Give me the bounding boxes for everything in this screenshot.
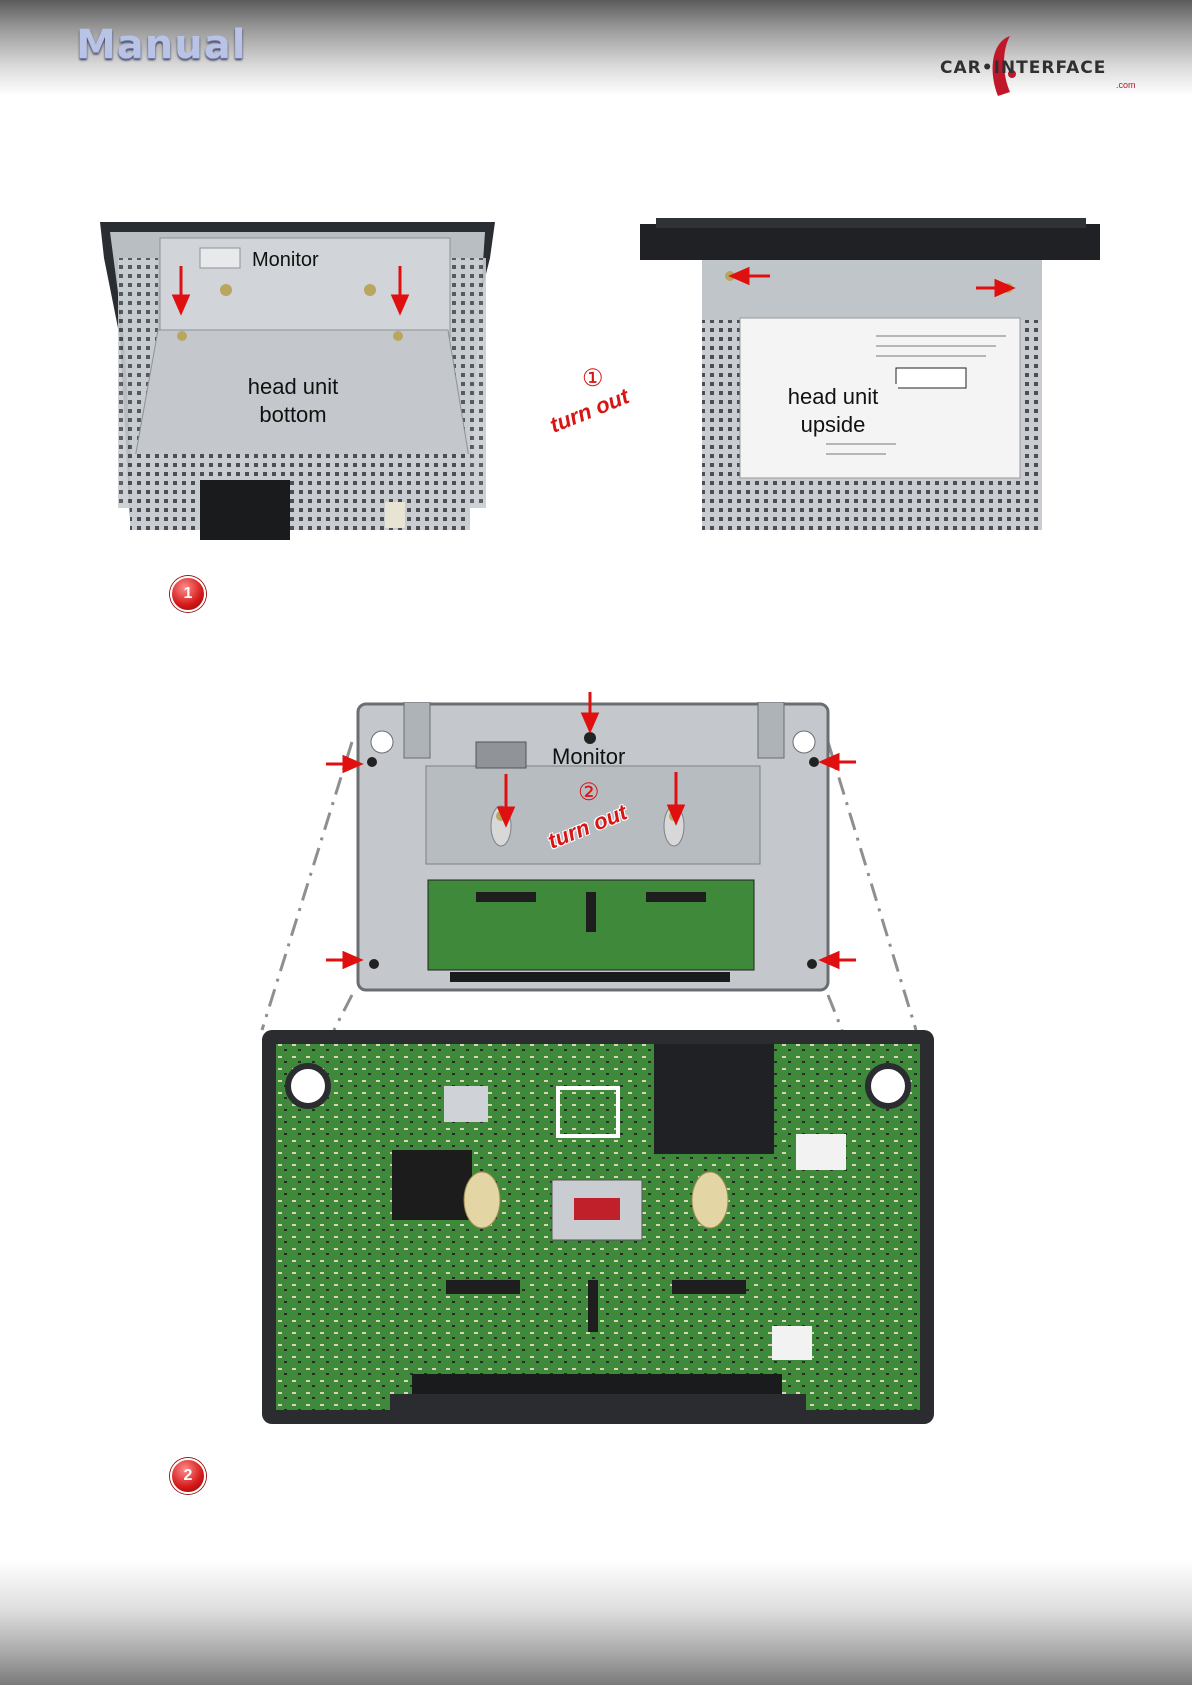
step2-circled-number: ② xyxy=(578,778,600,807)
photo-pcb-board xyxy=(262,1030,934,1424)
step2-badge: 2 xyxy=(170,1458,206,1494)
monitor-label-step2: Monitor xyxy=(552,744,625,770)
photo-monitor-frame: Monitor xyxy=(356,702,830,992)
pcb-board-illustration xyxy=(262,1030,934,1424)
page-footer xyxy=(0,1560,1192,1685)
